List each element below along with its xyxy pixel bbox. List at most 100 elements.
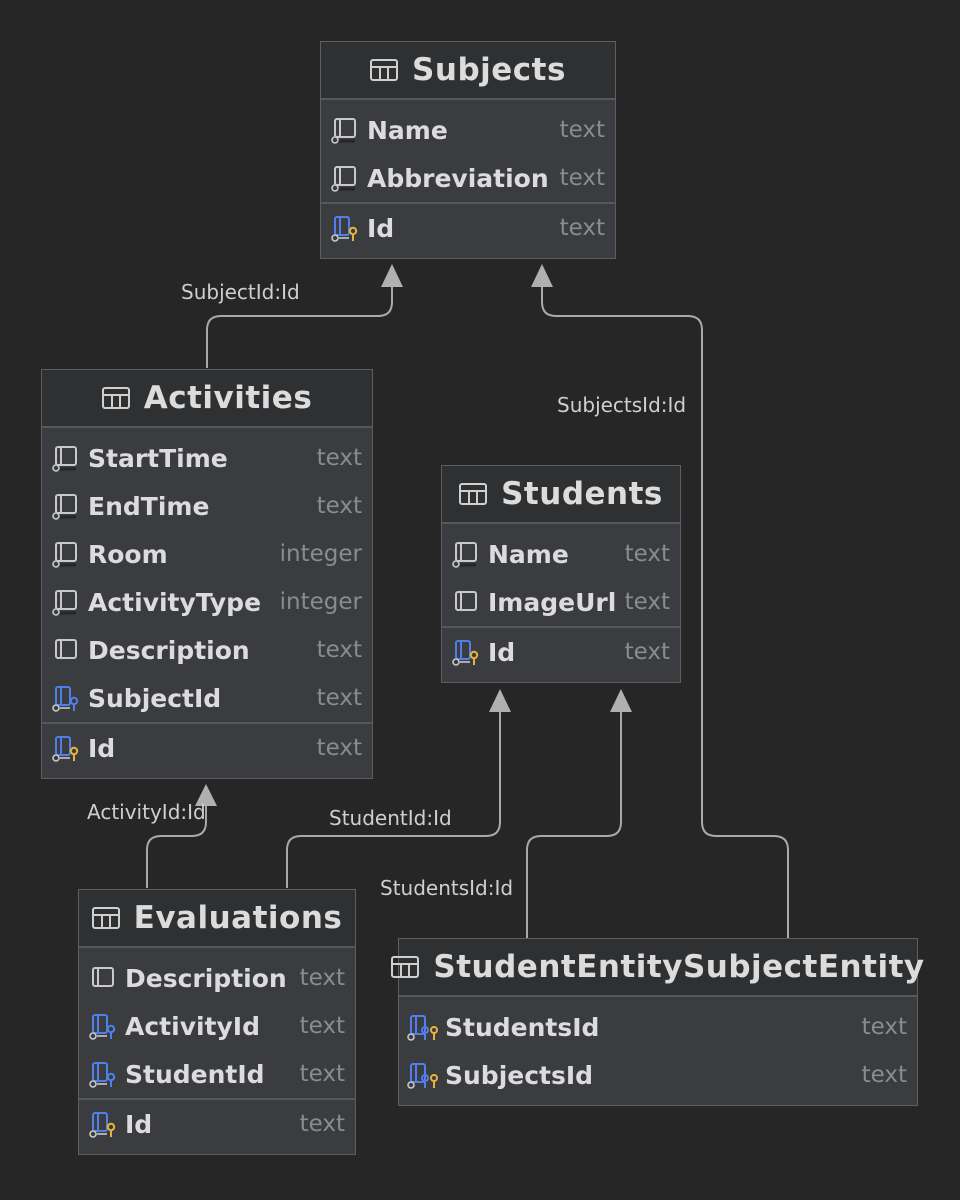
primary-key-icon: [50, 733, 88, 763]
primary-foreign-key-icon: [407, 1012, 445, 1042]
relation-label-studentid: StudentId:Id: [329, 806, 452, 830]
nullable-column-icon: [450, 587, 488, 617]
column-type: text: [299, 1111, 345, 1137]
column-name: Name: [367, 115, 448, 145]
column-name: ActivityType: [88, 587, 262, 617]
table-header: Students: [442, 466, 680, 524]
column-name: Room: [88, 539, 168, 569]
column-icon: [450, 539, 488, 569]
primary-key-icon: [450, 637, 488, 667]
column-type: text: [559, 165, 605, 191]
column-name: StudentsId: [445, 1012, 600, 1042]
column-row-description[interactable]: Description text: [42, 626, 372, 674]
column-name: Id: [125, 1109, 153, 1139]
column-name: EndTime: [88, 491, 210, 521]
column-row-endtime[interactable]: EndTime text: [42, 482, 372, 530]
arrowhead-subjects-right: [531, 264, 553, 287]
table-icon: [370, 59, 399, 81]
column-type: text: [316, 637, 362, 663]
table-icon: [459, 483, 488, 505]
column-row-id[interactable]: Id text: [42, 724, 372, 772]
column-type: text: [316, 445, 362, 471]
column-icon: [329, 163, 367, 193]
column-type: text: [559, 215, 605, 241]
primary-foreign-key-icon: [407, 1060, 445, 1090]
arrowhead-students-left: [489, 689, 511, 712]
relation-label-subjectsid: SubjectsId:Id: [557, 393, 687, 417]
nullable-column-icon: [87, 963, 125, 993]
column-type: text: [861, 1062, 907, 1088]
column-name: Id: [367, 213, 395, 243]
column-type: integer: [279, 541, 362, 567]
column-type: text: [299, 965, 345, 991]
column-name: StudentId: [125, 1059, 265, 1089]
edge-activities-subjects: [206, 285, 393, 368]
column-row-starttime[interactable]: StartTime text: [42, 434, 372, 482]
edge-evaluations-activities: [146, 804, 207, 888]
column-name: SubjectId: [88, 683, 222, 713]
column-name: Description: [125, 963, 287, 993]
primary-key-icon: [329, 213, 367, 243]
column-icon: [50, 443, 88, 473]
key-separator: [442, 626, 680, 628]
table-header: Evaluations: [79, 890, 355, 948]
column-icon: [50, 491, 88, 521]
table-title: StudentEntitySubjectEntity: [433, 949, 925, 985]
foreign-key-icon: [87, 1059, 125, 1089]
column-name: Id: [488, 637, 516, 667]
column-row-studentsid[interactable]: StudentsId text: [399, 1003, 917, 1051]
column-icon: [50, 539, 88, 569]
table-icon: [101, 387, 130, 409]
table-title: Subjects: [412, 52, 566, 88]
column-type: text: [624, 541, 670, 567]
arrowhead-activities: [195, 784, 217, 806]
column-row-abbreviation[interactable]: Abbreviation text: [321, 154, 615, 202]
primary-key-icon: [87, 1109, 125, 1139]
column-type: text: [559, 117, 605, 143]
arrowhead-subjects-left: [381, 264, 403, 287]
column-type: text: [861, 1014, 907, 1040]
table-header: StudentEntitySubjectEntity: [391, 939, 924, 997]
key-separator: [321, 202, 615, 204]
column-row-name[interactable]: Name text: [321, 106, 615, 154]
column-name: StartTime: [88, 443, 228, 473]
column-name: Id: [88, 733, 116, 763]
arrowhead-students-right: [610, 689, 632, 712]
column-name: Abbreviation: [367, 163, 549, 193]
table-header: Activities: [42, 370, 372, 428]
column-row-id[interactable]: Id text: [79, 1100, 355, 1148]
column-row-activitytype[interactable]: ActivityType integer: [42, 578, 372, 626]
table-title: Students: [501, 476, 663, 512]
column-row-room[interactable]: Room integer: [42, 530, 372, 578]
table-title: Evaluations: [133, 900, 343, 936]
table-title: Activities: [143, 380, 313, 416]
column-type: text: [299, 1013, 345, 1039]
nullable-column-icon: [50, 635, 88, 665]
key-separator: [42, 722, 372, 724]
column-type: text: [316, 493, 362, 519]
column-name: Description: [88, 635, 250, 665]
table-header: Subjects: [321, 42, 615, 100]
column-type: text: [316, 735, 362, 761]
column-type: integer: [279, 589, 362, 615]
relation-label-subjectid: SubjectId:Id: [181, 280, 300, 304]
column-row-description[interactable]: Description text: [79, 954, 355, 1002]
foreign-key-icon: [50, 683, 88, 713]
column-icon: [329, 115, 367, 145]
column-row-activityid[interactable]: ActivityId text: [79, 1002, 355, 1050]
column-name: ActivityId: [125, 1011, 260, 1041]
column-icon: [50, 587, 88, 617]
column-row-id[interactable]: Id text: [321, 204, 615, 252]
